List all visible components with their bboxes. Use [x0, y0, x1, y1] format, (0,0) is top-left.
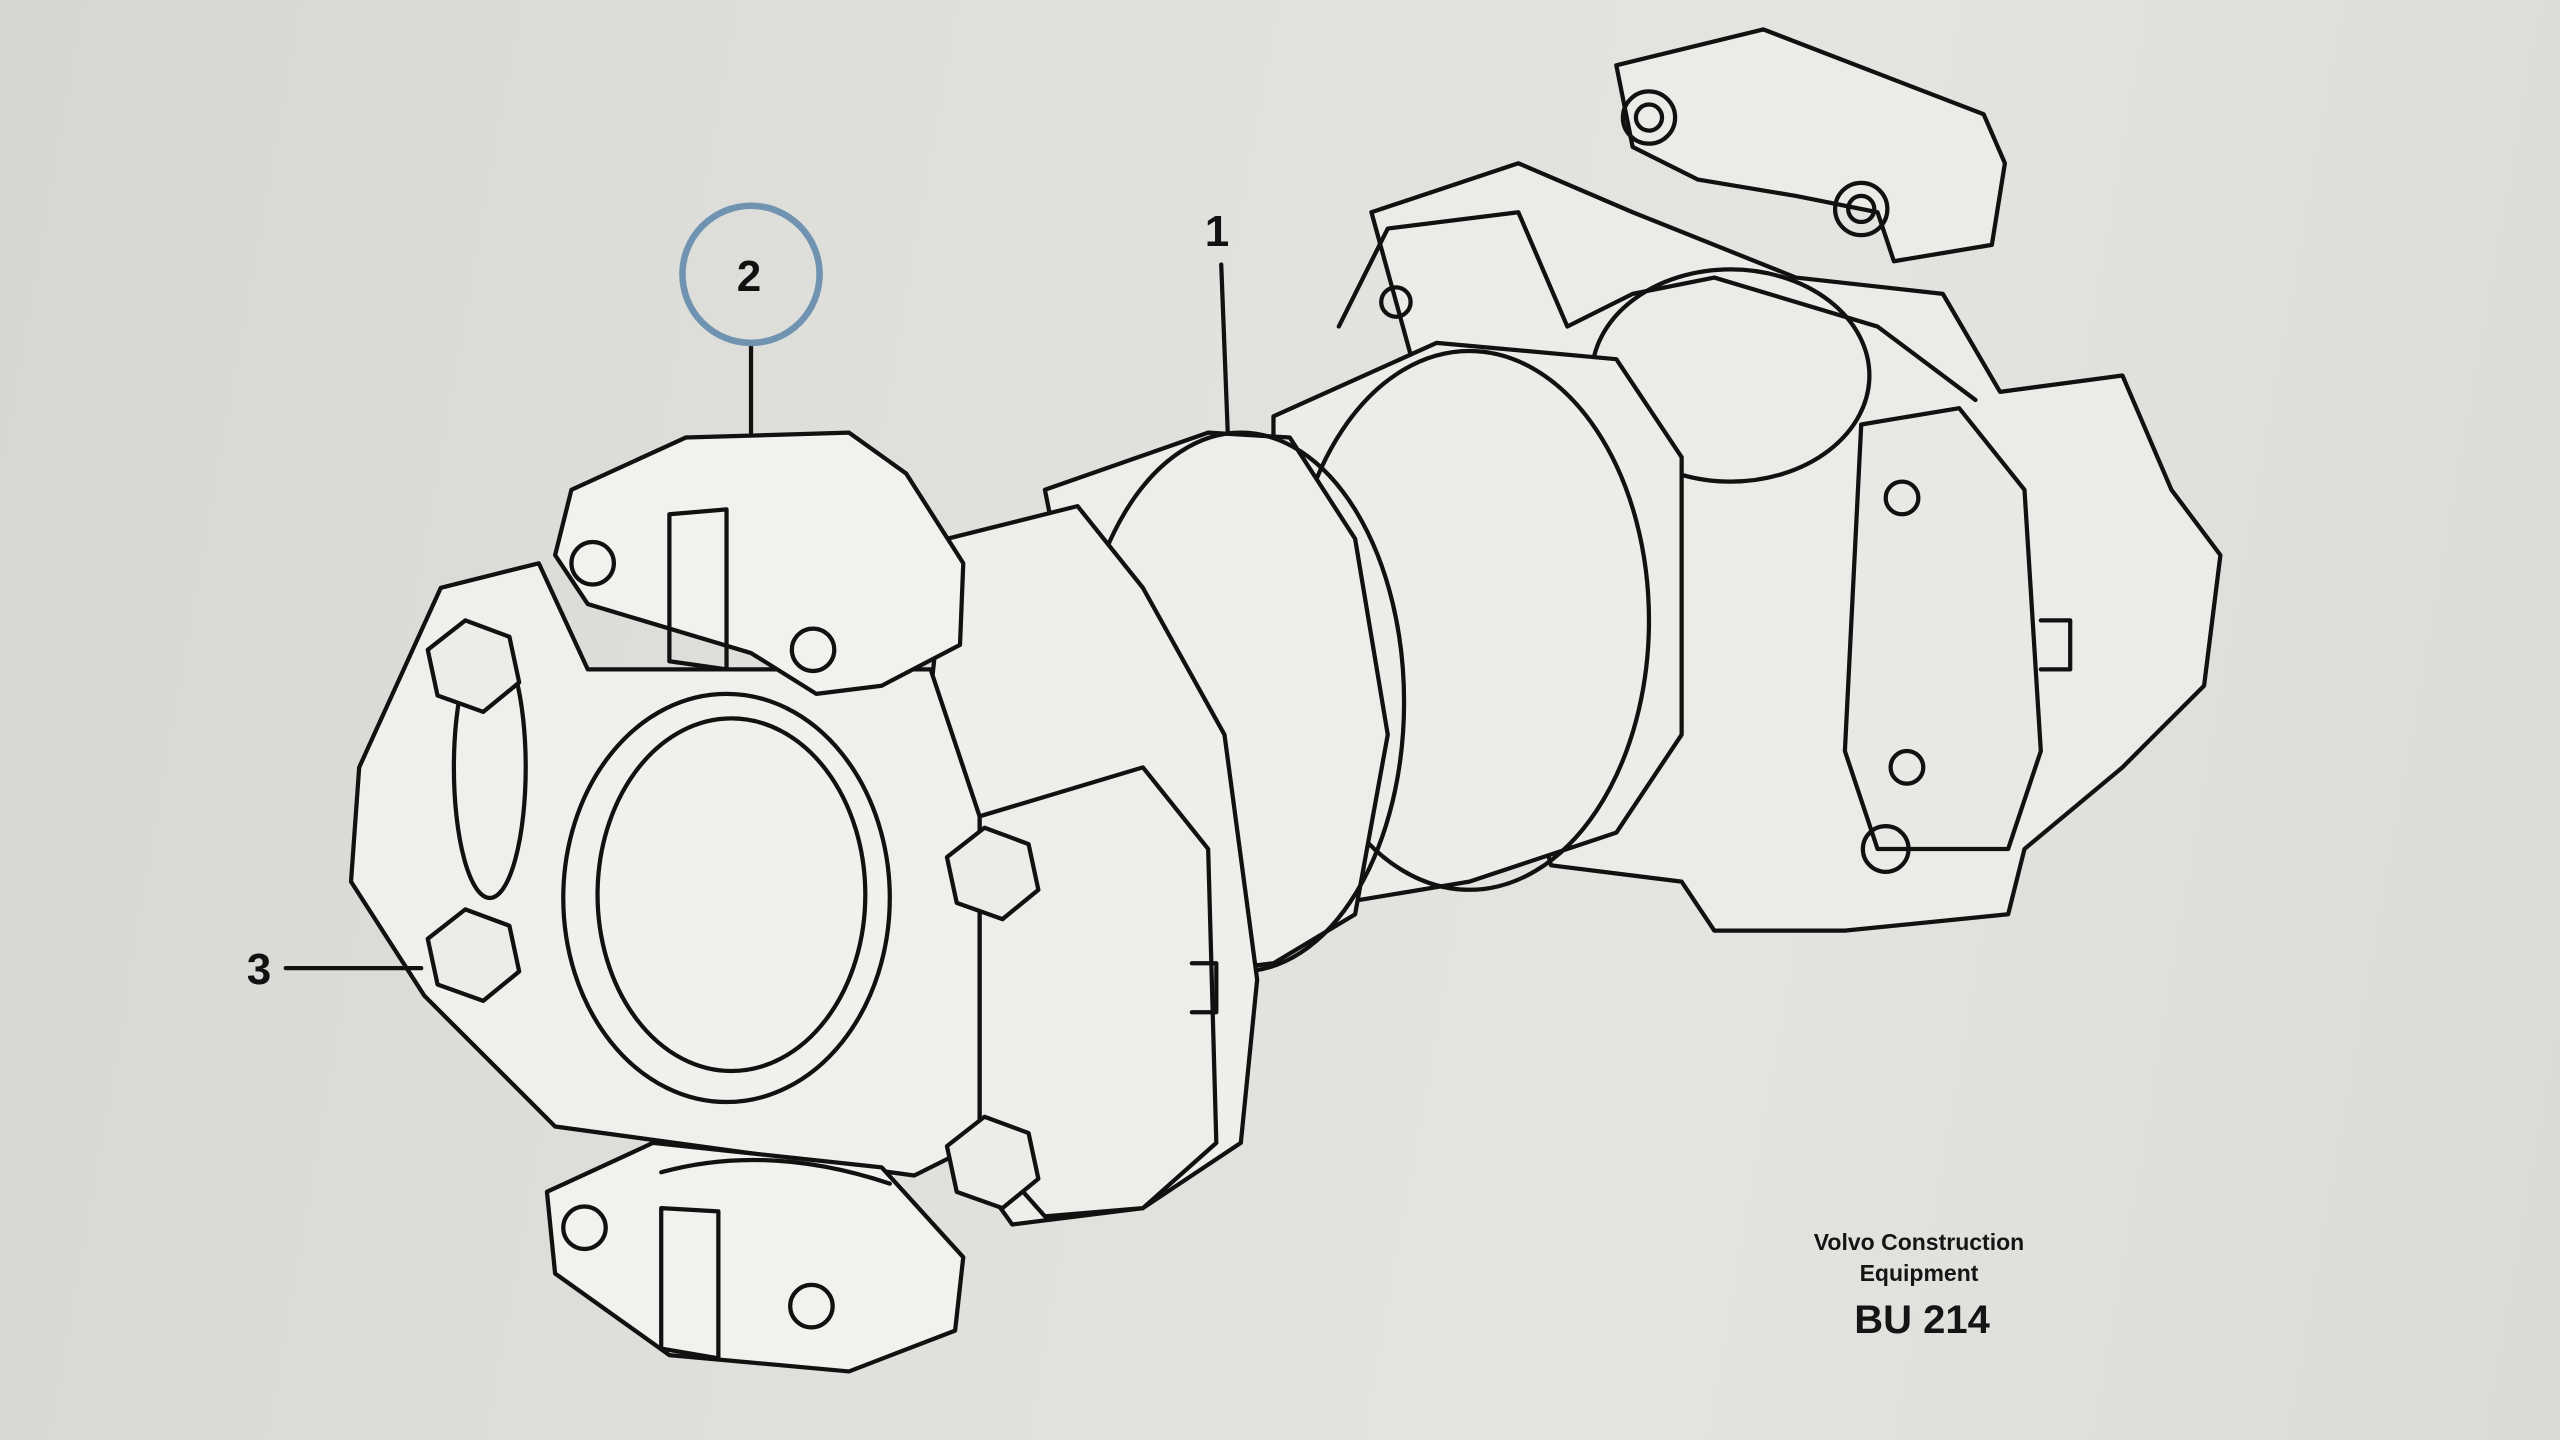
- front-yoke: [348, 430, 1260, 1374]
- leader-line-1: [1219, 262, 1230, 435]
- bolt-heads: [425, 618, 1041, 1211]
- callout-2-highlight-circle: [679, 202, 823, 347]
- callout-3[interactable]: 3: [246, 945, 272, 994]
- callout-1[interactable]: 1: [1204, 207, 1230, 256]
- caption-brand-line2: Equipment: [1859, 1260, 1979, 1286]
- caption-drawing-code: BU 214: [1854, 1298, 1990, 1342]
- caption-brand-line1: Volvo Construction: [1813, 1229, 2025, 1255]
- callout-2[interactable]: 2: [736, 252, 762, 301]
